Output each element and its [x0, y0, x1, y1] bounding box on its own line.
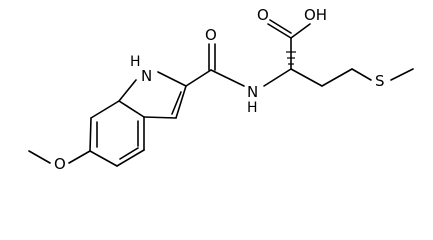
- bond: [171, 91, 182, 115]
- indole-hydrogen-label: H: [130, 54, 141, 70]
- amide-hydrogen-label: H: [247, 100, 258, 116]
- ether-oxygen-label: O: [54, 155, 66, 173]
- bond: [157, 71, 187, 87]
- amide-oxygen-label: O: [205, 26, 217, 44]
- bond: [263, 68, 292, 87]
- bond: [143, 116, 177, 119]
- bond: [119, 147, 139, 160]
- bond: [90, 100, 120, 119]
- stereo-hash-bond: [286, 51, 296, 65]
- amide-nitrogen-label: N: [247, 83, 258, 101]
- bond: [89, 117, 92, 152]
- structure-canvas: O OH O N H H N S O: [28, 6, 414, 173]
- bond: [210, 69, 245, 87]
- bond: [68, 150, 91, 164]
- bond: [118, 79, 137, 102]
- bond: [290, 23, 311, 39]
- acid-oxygen-label: O: [257, 6, 269, 24]
- bond: [185, 69, 212, 87]
- bond: [89, 150, 118, 167]
- bond: [267, 23, 292, 39]
- indole-nitrogen-label: N: [141, 67, 152, 85]
- bond: [269, 19, 292, 34]
- bond: [290, 68, 323, 87]
- sulfur-label: S: [375, 72, 385, 90]
- bond: [116, 149, 145, 167]
- bond: [321, 68, 353, 87]
- bond: [351, 68, 372, 81]
- bond: [28, 150, 51, 164]
- bond: [118, 100, 145, 118]
- molecule-structure: O OH O N H H N S O: [28, 6, 414, 173]
- hydroxyl-label: OH: [304, 6, 327, 24]
- bonds: [28, 19, 414, 167]
- bond: [390, 68, 414, 81]
- bond: [175, 85, 187, 119]
